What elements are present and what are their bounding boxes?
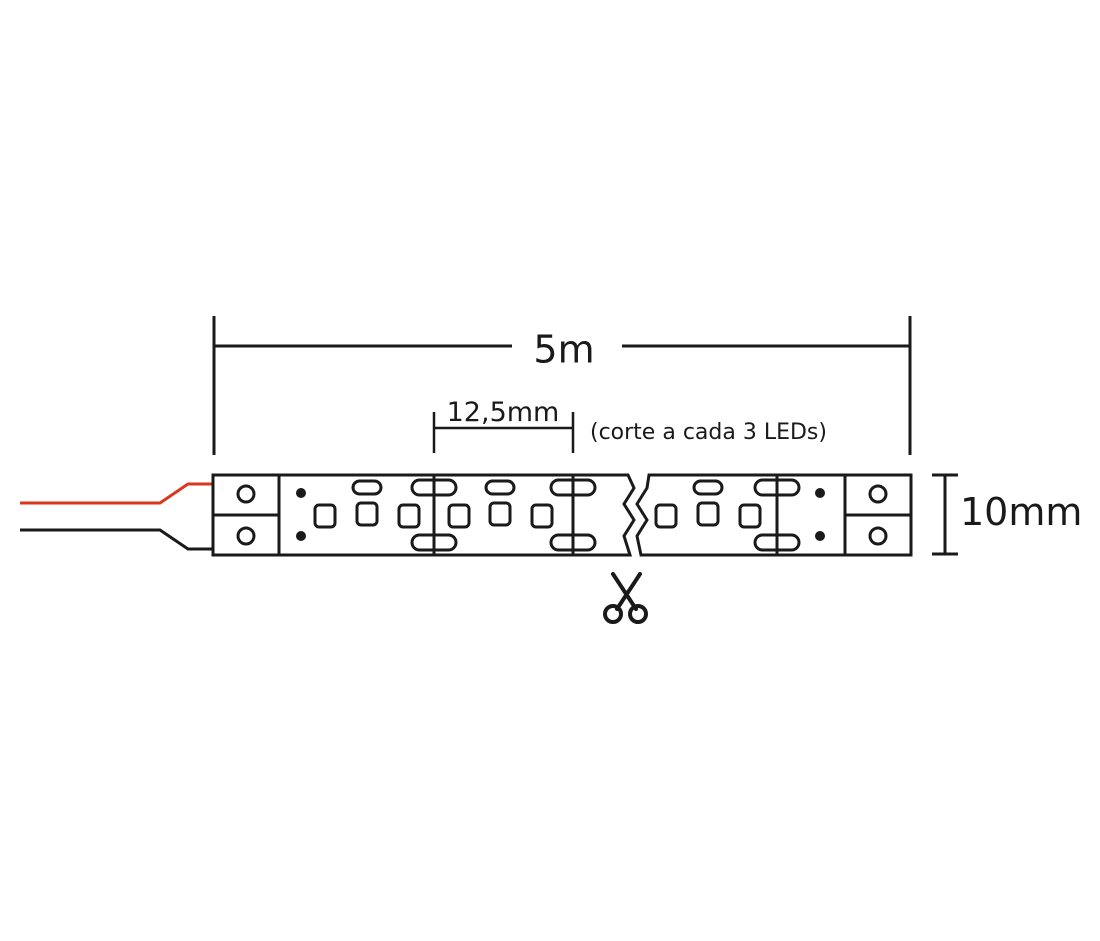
scissors-handle [603,604,623,624]
scissors-icon [603,572,648,624]
led-chip [447,503,471,529]
led-chip [355,501,379,527]
solder-pad [868,484,888,504]
scissors-handle [628,604,648,624]
polarity-dot [815,531,825,541]
polarity-marks [296,488,825,541]
resistor [692,479,724,496]
cut-pad [549,478,597,497]
length-label: 5m [533,328,594,372]
cut-pad [549,533,597,552]
scissors-blade [615,572,642,611]
resistor [351,479,383,496]
strip-segment-left [211,473,636,557]
cut-pad [410,533,458,552]
solder-pad [236,526,256,546]
led-chip [397,503,421,529]
led-chip [488,501,512,527]
led-chip [738,503,762,529]
led-chip [654,503,678,529]
led-chip [530,503,554,529]
scissors-blade [611,572,638,611]
resistor [484,479,516,496]
positive-wire [20,482,213,505]
cut-pad [753,478,801,497]
led-chip [696,501,720,527]
solder-pad [868,526,888,546]
length-dimension [212,316,912,455]
cut-pad [753,533,801,552]
width-label: 10mm [960,490,1082,534]
pitch-dimension [432,412,575,453]
strip-segment-right [635,473,913,557]
cut-note: (corte a cada 3 LEDs) [590,420,827,445]
lead-wires [20,482,213,551]
negative-wire [20,528,213,551]
polarity-dot [815,488,825,498]
polarity-dot [296,488,306,498]
pitch-label: 12,5mm [447,397,560,428]
led-strip [211,473,913,557]
solder-pad [236,484,256,504]
polarity-dot [296,531,306,541]
led-chip [313,503,337,529]
cut-pad [410,478,458,497]
width-dimension [932,473,958,556]
